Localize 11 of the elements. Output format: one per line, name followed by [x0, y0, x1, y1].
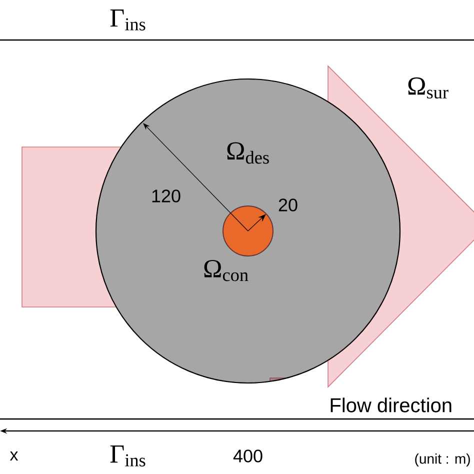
dimension-label: 400 — [233, 450, 262, 462]
flow-direction-label: Flow direction — [330, 398, 452, 412]
dimension-label: 120 — [152, 190, 180, 202]
node-label: Ω$_{des}$ — [227, 142, 269, 164]
node-label: Ω$_{con}$ — [204, 260, 248, 282]
unit-note: (unit : m) — [415, 453, 470, 467]
axis-label: x — [10, 452, 18, 460]
boundary-label: Γ$_{ins}$ — [110, 10, 146, 30]
boundary-label: Γ$_{ins}$ — [110, 446, 146, 466]
dimension-label: 20 — [278, 198, 298, 212]
domain-label: Ω$_{sur}$ — [408, 77, 448, 99]
